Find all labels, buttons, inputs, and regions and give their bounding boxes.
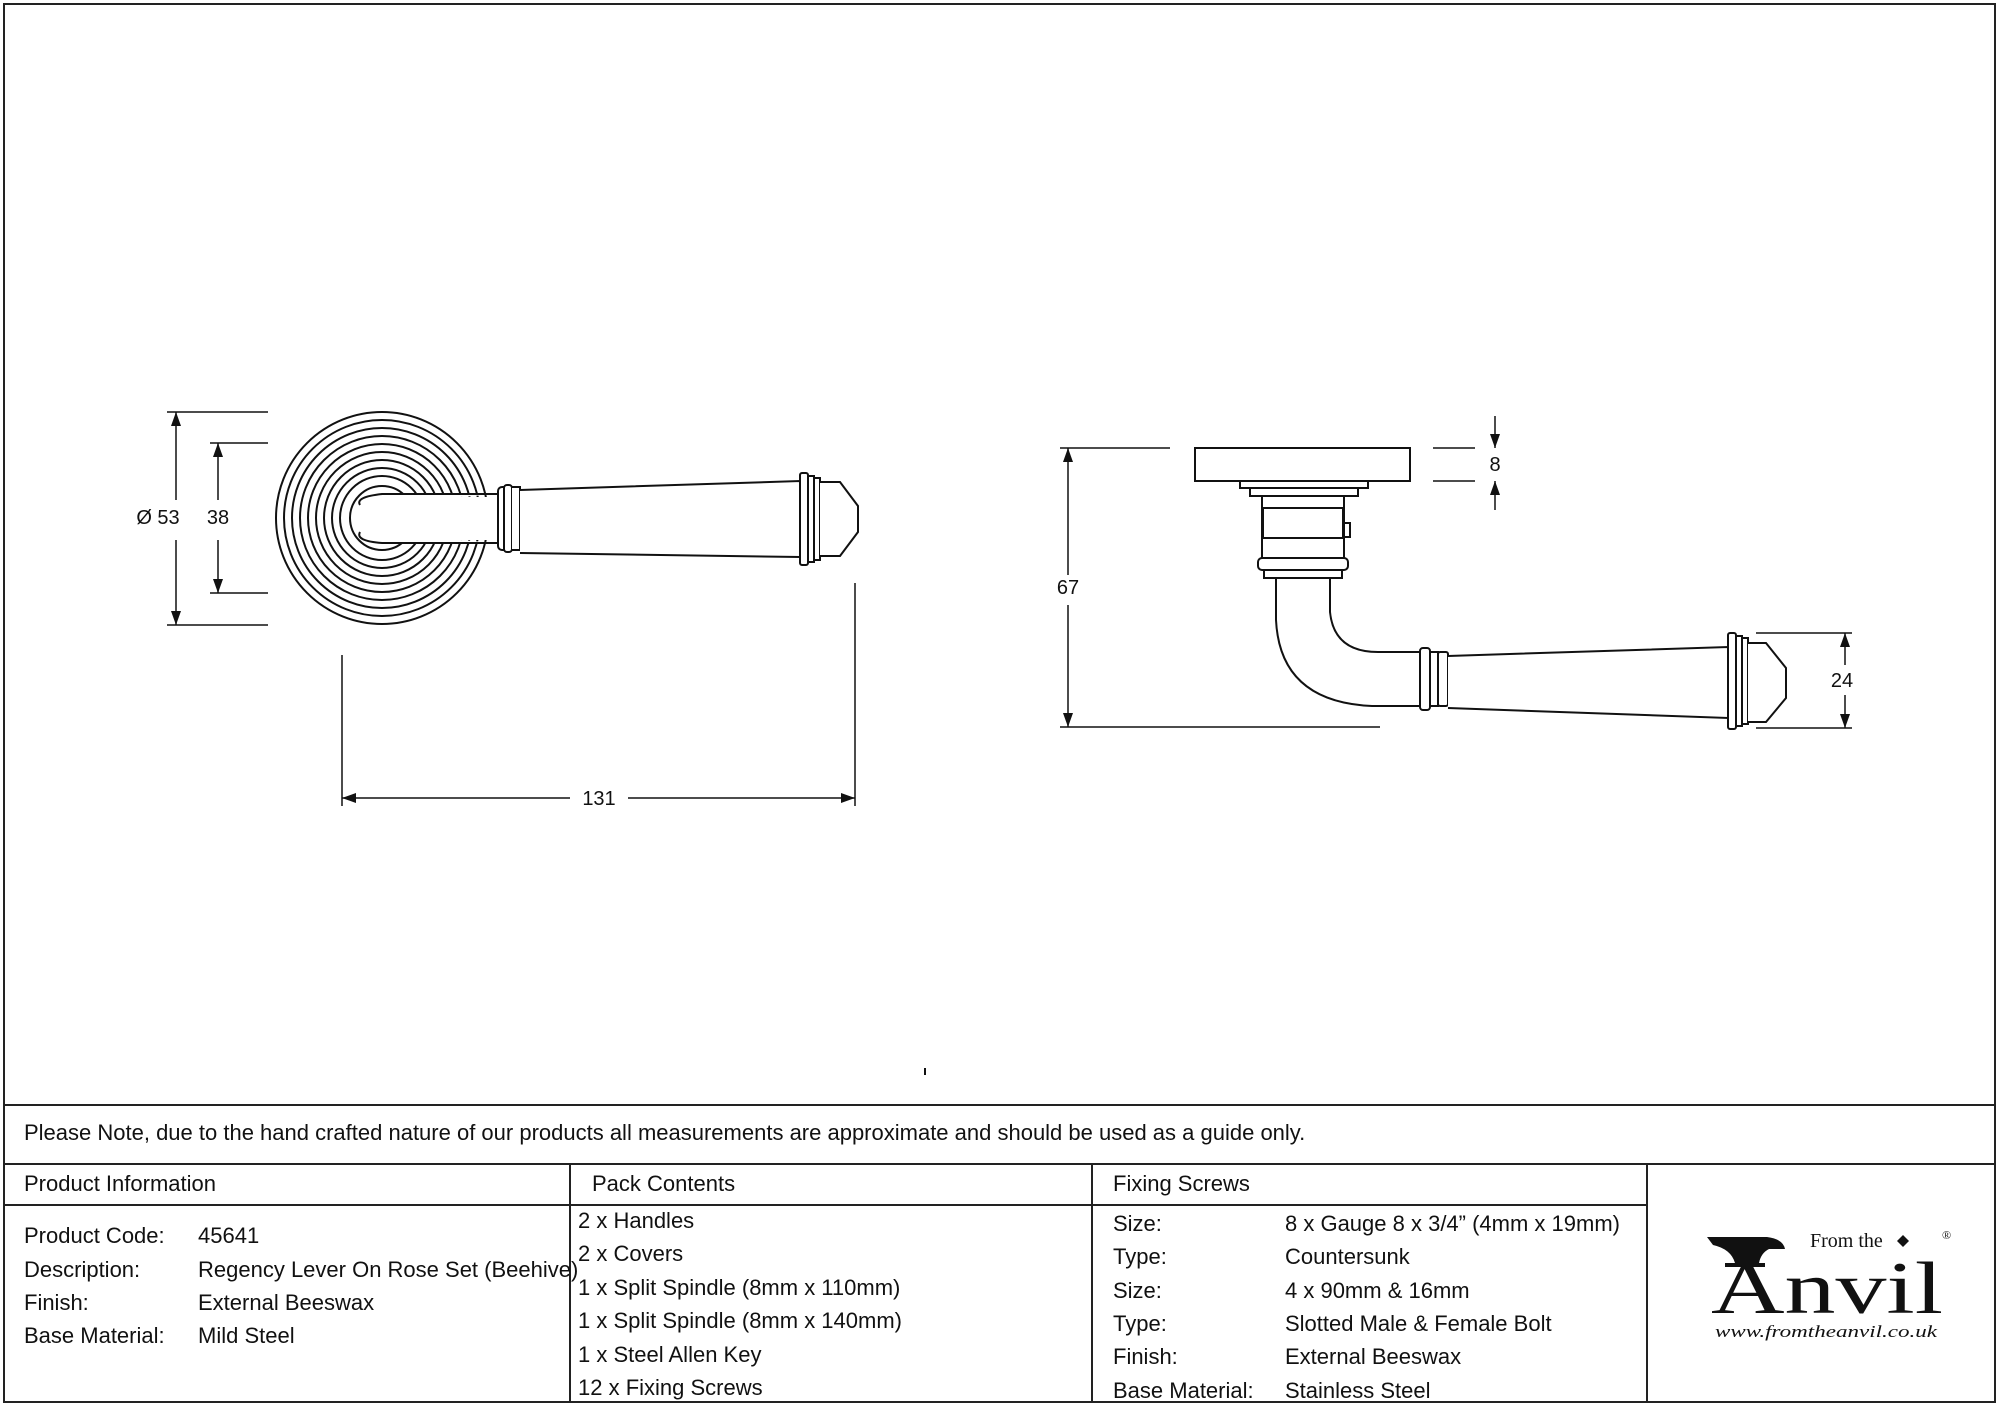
header-divider: [3, 1204, 1648, 1206]
screw-base-material-label: Base Material:: [1113, 1378, 1254, 1403]
finish-value: External Beeswax: [198, 1290, 375, 1315]
drawing-frame: [3, 3, 1996, 1403]
side-view-arrowheads: [1063, 434, 1850, 728]
finish-label: Finish:: [24, 1290, 89, 1315]
disclaimer-note: Please Note, due to the hand crafted nat…: [24, 1120, 1306, 1145]
screw-finish-label: Finish:: [1113, 1344, 1178, 1369]
column-divider-2: [1091, 1163, 1093, 1403]
base-material-value: Mild Steel: [198, 1323, 295, 1348]
column-divider-1: [569, 1163, 571, 1403]
pack-item: 1 x Split Spindle (8mm x 110mm): [578, 1275, 901, 1300]
bolt-type-label: Type:: [1113, 1311, 1167, 1336]
anvil-icon: [1707, 1237, 1785, 1267]
pack-item: 12 x Fixing Screws: [578, 1375, 763, 1400]
pack-contents-heading: Pack Contents: [592, 1171, 736, 1196]
pack-item: 1 x Steel Allen Key: [578, 1342, 762, 1367]
fixing-screws-heading: Fixing Screws: [1113, 1171, 1250, 1196]
front-view-dimensions: [167, 411, 856, 806]
technical-drawing: Ø 53 38 131 8 67 24: [136, 411, 1853, 1075]
pack-item: 1 x Split Spindle (8mm x 140mm): [578, 1308, 902, 1333]
dim-overall-height: 67: [1057, 577, 1079, 599]
dim-rose-diameter: Ø 53: [136, 507, 179, 529]
pack-item: 2 x Handles: [578, 1208, 695, 1233]
front-view-arrowheads: [171, 412, 855, 803]
logo-from-the: From the: [1810, 1230, 1883, 1252]
screw-type-value: Countersunk: [1285, 1244, 1410, 1269]
product-info-heading: Product Information: [24, 1171, 216, 1196]
pack-item: 2 x Covers: [578, 1241, 684, 1266]
dim-lever-height: 24: [1831, 670, 1853, 692]
dim-overall-length: 131: [582, 788, 615, 810]
dim-rose-thickness: 8: [1489, 454, 1500, 476]
front-view-lever: [358, 472, 859, 566]
screw-size-label: Size:: [1113, 1211, 1162, 1236]
description-value: Regency Lever On Rose Set (Beehive): [198, 1257, 579, 1282]
table-top-border: [3, 1104, 1996, 1106]
bolt-type-value: Slotted Male & Female Bolt: [1285, 1311, 1552, 1336]
screw-size-value: 8 x Gauge 8 x 3/4” (4mm x 19mm): [1285, 1211, 1620, 1236]
screw-finish-value: External Beeswax: [1285, 1344, 1462, 1369]
logo-brand: Anvil: [1711, 1248, 1943, 1330]
screw-type-label: Type:: [1113, 1244, 1167, 1269]
bolt-size-label: Size:: [1113, 1278, 1162, 1303]
dim-spindle-rose: 38: [207, 507, 229, 529]
product-code-value: 45641: [198, 1223, 260, 1248]
column-divider-3: [1646, 1163, 1648, 1403]
note-divider: [3, 1163, 1996, 1165]
logo-website: www.fromtheanvil.co.uk: [1715, 1322, 1938, 1341]
bolt-size-value: 4 x 90mm & 16mm: [1285, 1278, 1470, 1303]
from-the-anvil-logo: From the ® Anvil www.fromtheanvil.co.uk: [1707, 1228, 1951, 1341]
product-code-label: Product Code:: [24, 1223, 165, 1248]
side-view-dimensions: [1060, 416, 1852, 729]
logo-registered-mark: ®: [1942, 1228, 1951, 1242]
screw-base-material-value: Stainless Steel: [1285, 1378, 1431, 1403]
description-label: Description:: [24, 1257, 141, 1282]
base-material-label: Base Material:: [24, 1323, 165, 1348]
side-view-handle: [1194, 447, 1787, 730]
diamond-icon: [1897, 1235, 1909, 1247]
